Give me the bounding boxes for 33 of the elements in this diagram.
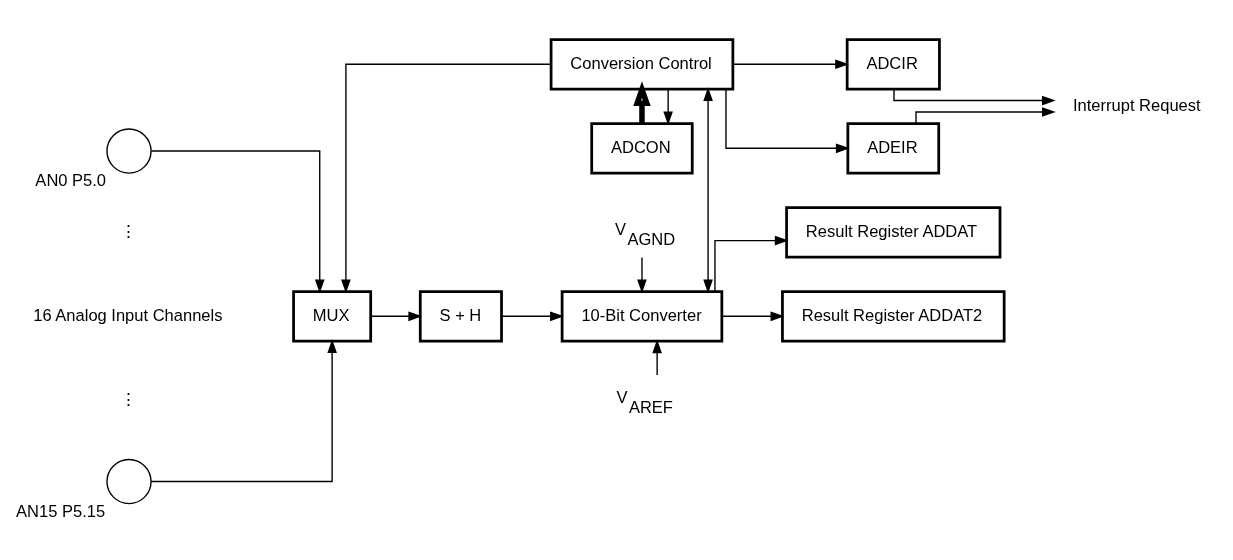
arrow bbox=[370, 310, 423, 321]
node-box: ADEIR bbox=[846, 121, 941, 174]
arrow bbox=[915, 106, 1056, 124]
node-box: Result Register ADDAT2 bbox=[781, 289, 1006, 342]
label: ⋮ bbox=[120, 389, 138, 409]
arrow bbox=[652, 338, 662, 376]
node-circle bbox=[106, 458, 152, 504]
arrow bbox=[703, 86, 713, 293]
arrow bbox=[500, 310, 564, 321]
arrow bbox=[732, 58, 849, 69]
node-label: AN0 P5.0 bbox=[35, 170, 107, 190]
node-text: Interrupt Request bbox=[1073, 95, 1201, 115]
arrow bbox=[341, 63, 552, 293]
arrow bbox=[637, 256, 647, 293]
arrow bbox=[150, 338, 337, 482]
arrow bbox=[150, 149, 325, 293]
node-label: AN15 P5.15 bbox=[16, 501, 106, 521]
arrow bbox=[893, 87, 1056, 105]
node-box: MUX bbox=[292, 289, 373, 342]
label: ⋮ bbox=[120, 221, 138, 241]
node-box: Conversion Control bbox=[549, 37, 735, 90]
arrow bbox=[725, 88, 850, 153]
node-box: Result Register ADDAT bbox=[785, 205, 1002, 258]
node-box: ADCON bbox=[590, 121, 694, 174]
arrow bbox=[663, 88, 673, 125]
arrow bbox=[633, 80, 651, 123]
arrow bbox=[714, 235, 789, 292]
arrow bbox=[721, 310, 785, 321]
node-box: S + H bbox=[418, 289, 503, 342]
node-circle bbox=[106, 127, 152, 174]
label: 16 Analog Input Channels bbox=[33, 305, 223, 325]
node-box: ADCIR bbox=[845, 37, 941, 90]
node-box: 10-Bit Converter bbox=[560, 289, 724, 342]
